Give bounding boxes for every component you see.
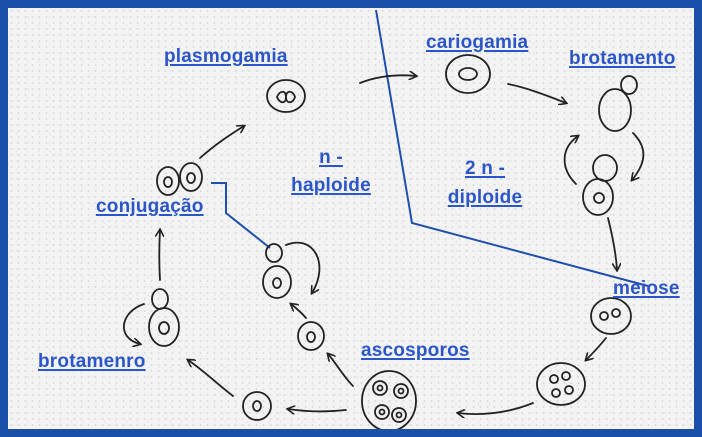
ascospore-cell [243, 392, 271, 420]
label-diploid-word: diploide [430, 188, 540, 208]
arrow-budding-up [565, 136, 578, 184]
arrow-haploid-up [291, 304, 306, 318]
plasmogamia-cell [267, 80, 305, 112]
label-ascosporos: ascosporos [361, 341, 470, 361]
arrow-cariogamia-to-brotamento [508, 84, 566, 103]
arrow-ascus-to-ascosporos [458, 403, 533, 414]
arrow-brotamenro-loop [124, 304, 144, 344]
arrow-ascosporos-to-ascospore [288, 409, 346, 411]
arrow-ascospore-to-brotamenro [188, 360, 233, 396]
ascus-cell-small [537, 363, 585, 405]
label-brotamento: brotamento [569, 49, 676, 69]
label-haploid-word: haploide [276, 176, 386, 196]
arrow-ascosporos-to-haploid [328, 354, 353, 386]
conjugating-cells [157, 163, 202, 195]
haploid-budding-cell-left [149, 289, 179, 346]
label-brotamenro: brotamenro [38, 352, 146, 372]
label-plasmogamia: plasmogamia [164, 47, 288, 67]
label-cariogamia: cariogamia [426, 33, 528, 53]
meiose-cell [591, 298, 631, 334]
arrow-budding-down [632, 133, 643, 180]
conjugation-bracket-line [211, 183, 270, 248]
ascus-cell-large [362, 371, 416, 431]
haploid-cell-small [298, 322, 324, 350]
arrow-conjugacao-to-plasmogamia [200, 126, 244, 158]
arrow-meiose-to-ascus [586, 338, 606, 360]
cariogamia-cell [446, 55, 490, 93]
label-conjugacao: conjugação [96, 197, 204, 217]
diploid-budding-cell-bottom [583, 155, 617, 215]
haploid-budding-cell-center [263, 244, 291, 298]
life-cycle-drawing [8, 8, 702, 437]
arrow-to-conjugacao [159, 230, 160, 280]
label-diploid-n: 2 n - [430, 159, 540, 179]
diploid-budding-cell-top [599, 76, 637, 131]
label-meiose: meiose [613, 279, 680, 299]
arrow-to-meiose [608, 218, 617, 270]
label-haploid-n: n - [276, 148, 386, 168]
